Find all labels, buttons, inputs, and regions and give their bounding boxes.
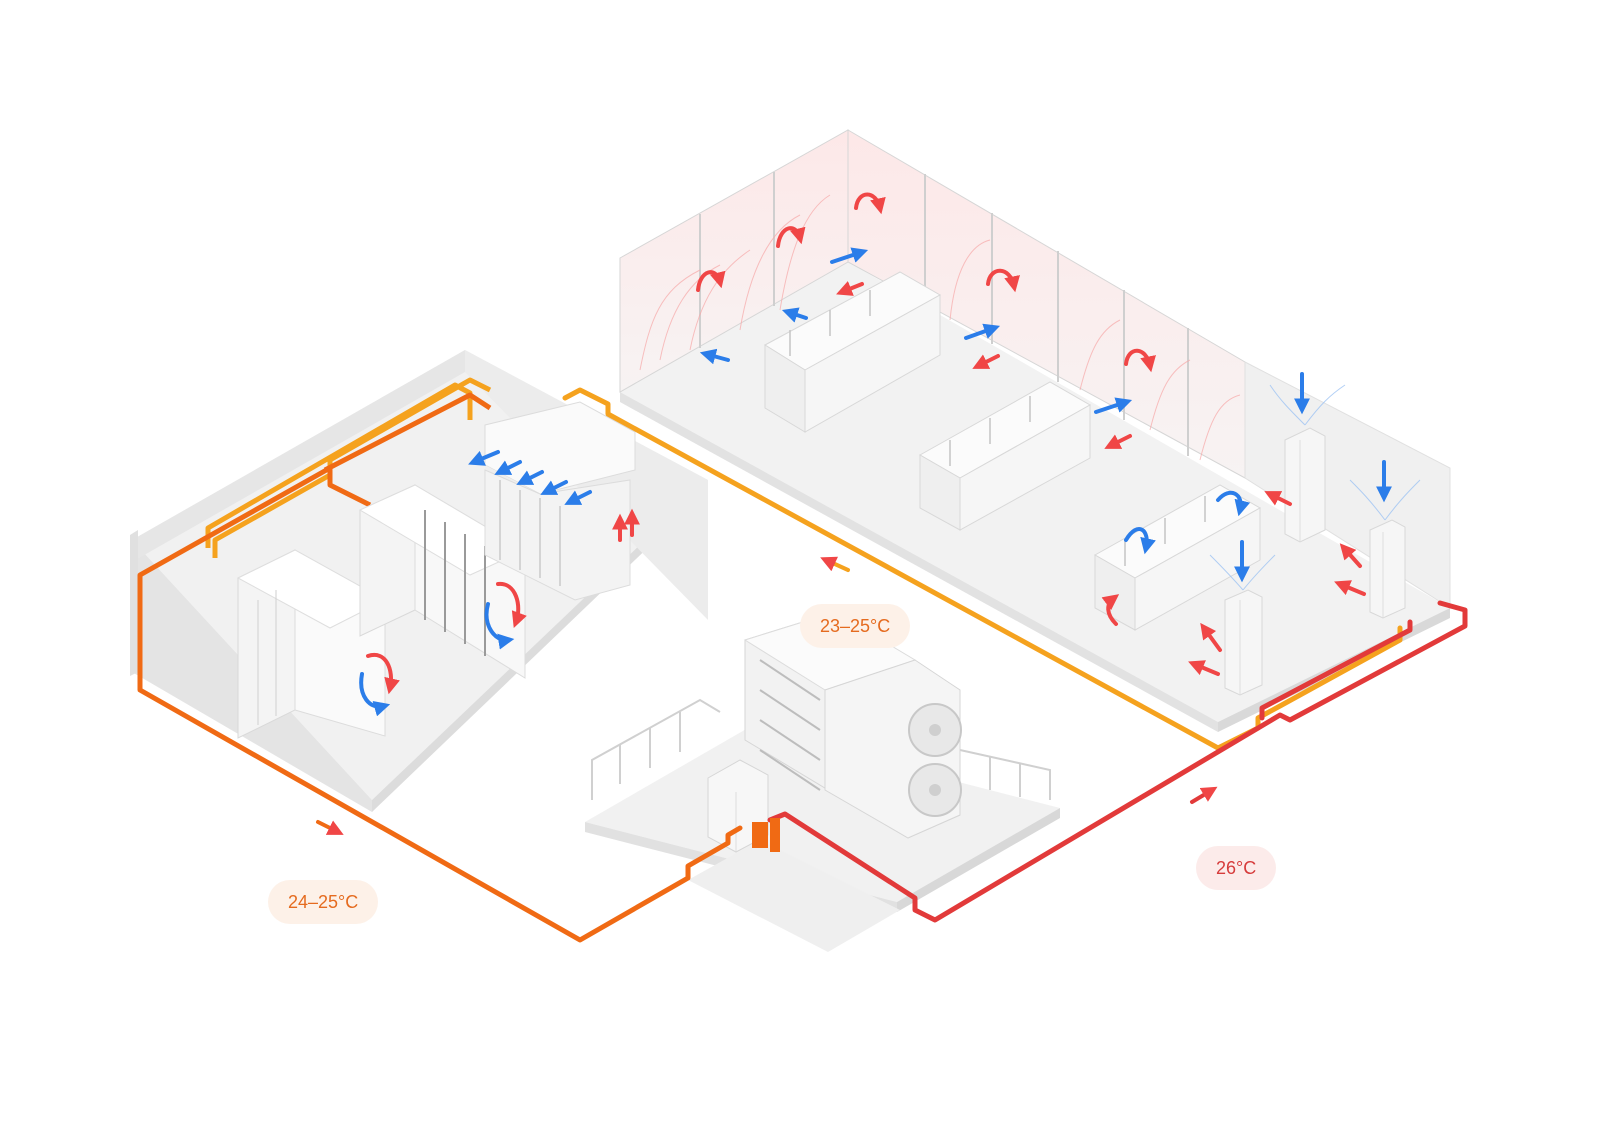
cool-air-arrow-icon [1094,397,1133,414]
warm-air-arrow-icon [1101,594,1120,626]
office-air-towers [1209,384,1421,696]
cool-air-arrow-icon [964,323,1001,340]
warm-air-arrow-icon [1124,348,1156,373]
pipe-return [767,600,1468,923]
office-desk-cluster-3 [1093,484,1262,631]
dc-pipe-orange-dark-2 [323,392,492,473]
dc-airflow [359,450,640,717]
fan-icon [908,703,962,757]
warm-air-arrow-icon [836,281,864,296]
warm-air-arrow-icon [1264,491,1292,506]
arrow-icon [820,556,850,572]
cool-air-arrow-icon [516,470,544,485]
dc-back-wall [132,350,465,562]
main-pipes [137,387,1468,943]
cool-air-arrow-icon [830,247,869,264]
server-rack-group-middle [358,484,527,679]
warm-air-arrow-icon [1188,660,1220,676]
pipe-connector [752,822,768,848]
flow-arrows [316,556,1218,835]
pipe-dc-supply [137,669,743,943]
air-tower-2 [1369,519,1406,619]
cool-air-arrow-icon [359,672,391,717]
platform-stair-floor [688,840,900,952]
temperature-badge-return: 26°C [1196,846,1277,890]
pipe-return-office-link [1259,619,1413,721]
warm-air-arrow-icon [1339,543,1362,568]
warm-air-arrow-icon [1334,580,1366,596]
cool-air-arrow-icon [1216,490,1251,517]
office-floor-edge [620,392,1218,732]
warm-air-arrow-icon [366,652,400,695]
pipe-connector [770,818,780,852]
cool-air-arrow-icon [564,490,592,505]
cool-air-arrow-icon [468,450,500,466]
dc-left-wall [130,530,138,676]
cool-air-arrow-icon [699,348,730,365]
warm-air-arrow-icon [986,268,1020,293]
warm-air-arrow-icon [854,192,886,215]
cool-air-arrow-icon [540,480,568,495]
platform-edge-right [897,808,1060,912]
cool-air-arrow-icon [494,460,522,475]
arrow-icon [1190,786,1218,804]
office-desk-cluster-1 [764,271,942,433]
chiller-unit [743,611,962,839]
fan-icon [908,763,962,817]
warm-air-arrow-icon [696,270,726,292]
air-tower-1 [1284,427,1326,543]
cool-air-arrow-icon [781,307,808,323]
temperature-badge-dc-supply: 24–25°C [268,880,379,924]
warm-air-arrow-icon [972,354,1000,369]
cool-air-arrow-icon [484,602,515,650]
dc-pipes [137,377,492,672]
chiller-platform [585,698,1060,952]
warm-air-arrow-icon [776,226,806,248]
office-desk-cluster-2 [918,381,1092,531]
office-airflow [696,192,1392,676]
warm-air-arrow-icon [496,581,527,628]
platform-floor [585,728,1060,902]
warm-air-arrow-icon [1104,434,1132,449]
air-tower-3 [1224,589,1263,696]
cool-air-arrow-icon [1124,527,1156,555]
temperature-badge-office-supply: 23–25°C [800,604,911,648]
warm-air-arrow-icon [1200,622,1222,652]
arrow-icon [316,820,344,835]
